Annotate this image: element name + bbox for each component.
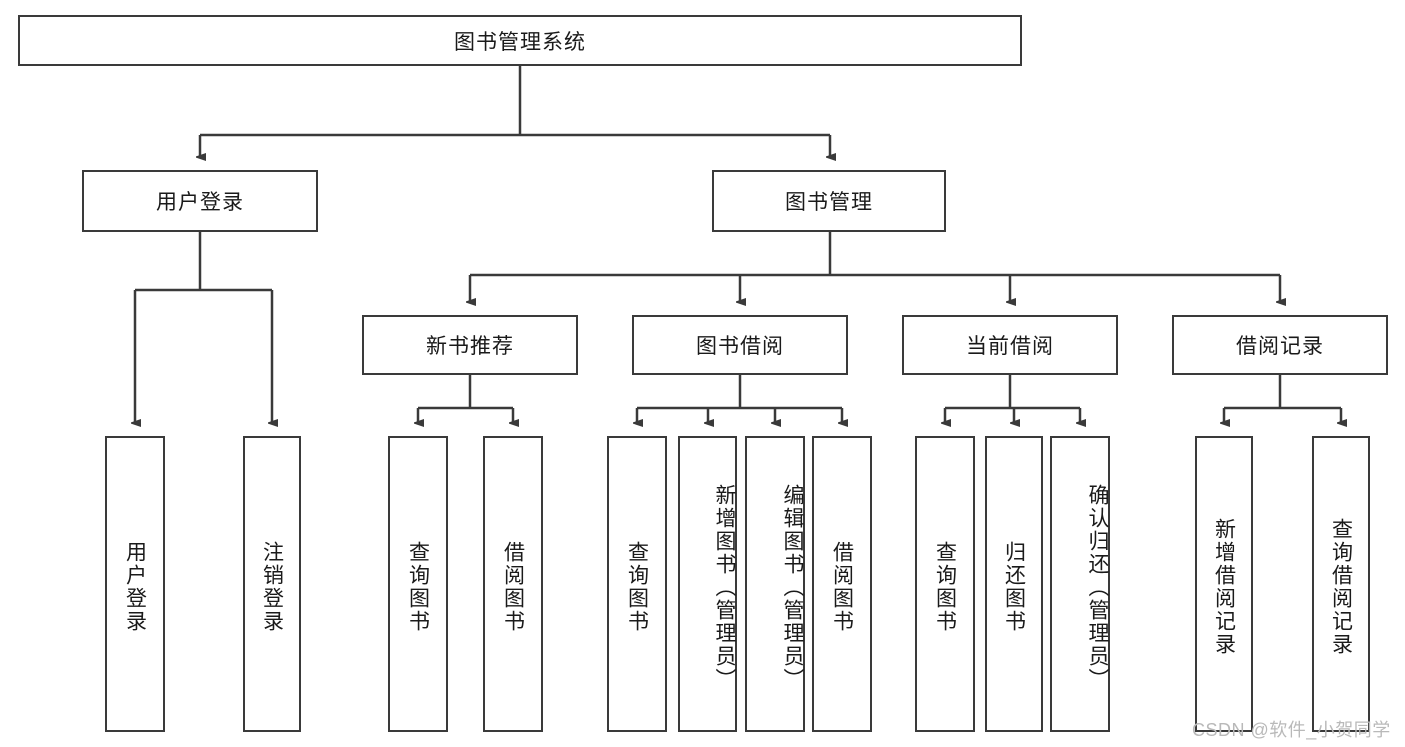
csdn-watermark: CSDN @软件_小贺同学 bbox=[1192, 720, 1391, 740]
leaf-query-book-recommend[interactable]: 查询图书 bbox=[388, 436, 448, 732]
leaf-query-borrow-record[interactable]: 查询借阅记录 bbox=[1312, 436, 1370, 732]
leaf-query-book-current[interactable]: 查询图书 bbox=[915, 436, 975, 732]
leaf-edit-book-admin[interactable]: 编辑图书（管理员） bbox=[745, 436, 805, 732]
node-new-book-recommend[interactable]: 新书推荐 bbox=[362, 315, 578, 375]
node-borrow-record[interactable]: 借阅记录 bbox=[1172, 315, 1388, 375]
leaf-add-book-admin[interactable]: 新增图书（管理员） bbox=[678, 436, 737, 732]
node-book-borrow[interactable]: 图书借阅 bbox=[632, 315, 848, 375]
node-current-borrow[interactable]: 当前借阅 bbox=[902, 315, 1118, 375]
node-book-manage[interactable]: 图书管理 bbox=[712, 170, 946, 232]
leaf-confirm-return-admin[interactable]: 确认归还（管理员） bbox=[1050, 436, 1110, 732]
leaf-borrow-book[interactable]: 借阅图书 bbox=[812, 436, 872, 732]
leaf-borrow-book-recommend[interactable]: 借阅图书 bbox=[483, 436, 543, 732]
leaf-return-book[interactable]: 归还图书 bbox=[985, 436, 1043, 732]
node-root[interactable]: 图书管理系统 bbox=[18, 15, 1022, 66]
leaf-query-book-borrow[interactable]: 查询图书 bbox=[607, 436, 667, 732]
node-user-login[interactable]: 用户登录 bbox=[82, 170, 318, 232]
leaf-logout-login[interactable]: 注销登录 bbox=[243, 436, 301, 732]
leaf-user-login[interactable]: 用户登录 bbox=[105, 436, 165, 732]
leaf-add-borrow-record[interactable]: 新增借阅记录 bbox=[1195, 436, 1253, 732]
